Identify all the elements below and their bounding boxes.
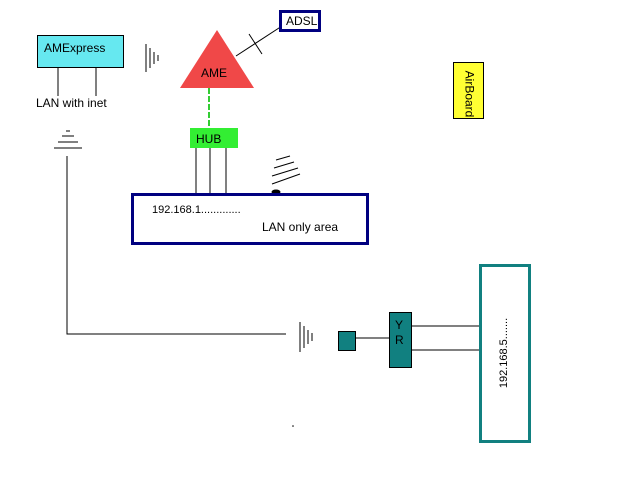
lan-only-area-node[interactable]: 192.168.1............. LAN only area: [131, 193, 369, 245]
amexpress-label: AMExpress: [44, 41, 106, 55]
hub-label: HUB: [196, 132, 222, 146]
lan-with-inet-label: LAN with inet: [36, 96, 107, 110]
ame-label: AME: [201, 66, 227, 80]
adsl-node[interactable]: ADSL: [279, 10, 321, 32]
adsl-link-cross-mark: [248, 33, 263, 55]
airboard-node[interactable]: AirBoard: [453, 62, 484, 119]
long-wire-to-yr: [66, 156, 286, 335]
lan-only-area-label: LAN only area: [262, 220, 339, 234]
yr-label: Y R: [395, 318, 404, 347]
net5-label: 192.168.5.......: [498, 317, 510, 389]
ame-to-adsl-link: [235, 25, 283, 57]
net5-node[interactable]: 192.168.5.......: [479, 264, 531, 443]
stray-dot: [292, 425, 294, 427]
amexpress-node[interactable]: AMExpress: [37, 35, 124, 68]
hub-node[interactable]: HUB: [190, 128, 238, 148]
antenna-icon-lan: [271, 155, 301, 195]
antenna-icon-yr-side: [299, 322, 313, 352]
lan-ip-label: 192.168.1.............: [152, 204, 241, 216]
small-teal-node[interactable]: [338, 331, 356, 351]
antenna-icon-ame: [145, 44, 159, 72]
yr-node[interactable]: Y R: [389, 312, 412, 368]
adsl-label: ADSL: [286, 14, 318, 28]
antenna-icon-amexpress: [54, 130, 82, 149]
airboard-label: AirBoard: [462, 70, 477, 118]
ame-triangle[interactable]: [180, 30, 254, 88]
